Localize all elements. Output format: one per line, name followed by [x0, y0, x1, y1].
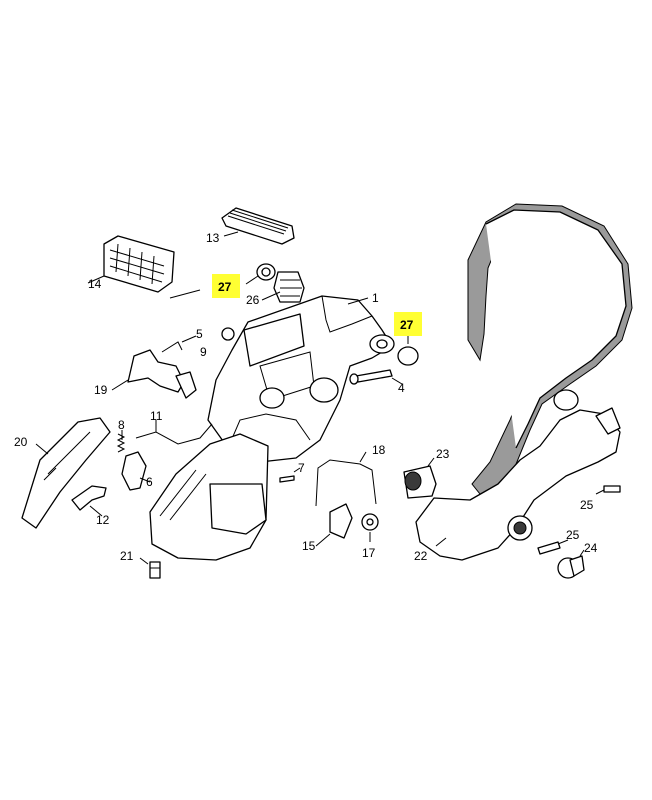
callout-21: 21	[120, 549, 134, 563]
callout-1: 1	[372, 291, 379, 305]
part-18-rod	[315, 451, 377, 507]
part-25-screw-upper	[595, 485, 621, 495]
callout-11: 11	[150, 409, 163, 423]
part-27-grommet-left	[245, 263, 276, 285]
part-7-pin	[279, 467, 301, 483]
callout-14: 14	[88, 277, 102, 291]
part-8-spring	[116, 430, 126, 453]
callout-5: 5	[196, 327, 203, 341]
part-27-plug-right	[397, 336, 419, 366]
callout-22: 22	[414, 549, 428, 563]
part-15-bracket	[315, 503, 353, 547]
callout-12: 12	[96, 513, 110, 527]
part-14-air-filter	[87, 235, 175, 293]
part-21-screw	[139, 557, 161, 579]
callouts: 1 4 5 6 7 8 9 11 12 13 14 15 17 18 19 20…	[14, 231, 598, 563]
part-11-rod	[135, 420, 213, 445]
part-4-screw	[349, 369, 403, 385]
part-9-nut	[221, 327, 235, 341]
callout-9: 9	[200, 345, 207, 359]
callout-6: 6	[146, 475, 153, 489]
callout-26: 26	[246, 293, 260, 307]
part-20-handle-cover	[21, 417, 111, 529]
callout-13: 13	[206, 231, 220, 245]
lower-housing	[149, 433, 269, 561]
part-24-cap	[557, 549, 585, 579]
part-13-filter-cover	[221, 207, 295, 245]
callout-20: 20	[14, 435, 28, 449]
callout-7: 7	[298, 461, 305, 475]
part-25-screw-lower	[537, 539, 569, 555]
callout-23: 23	[436, 447, 450, 461]
callout-27b: 27	[400, 318, 414, 332]
callout-25-lower: 25	[566, 528, 580, 542]
part-12-lever	[71, 485, 107, 517]
part-22-handlebar	[415, 203, 633, 561]
callout-4: 4	[398, 381, 405, 395]
callout-17: 17	[362, 546, 376, 560]
callout-25-upper: 25	[580, 498, 594, 512]
part-23-av-mount	[403, 457, 437, 499]
callout-15: 15	[302, 539, 316, 553]
callout-18: 18	[372, 443, 386, 457]
part-6-trigger	[121, 451, 151, 491]
part-19-throttle-assembly	[111, 349, 197, 399]
callout-27a: 27	[218, 280, 232, 294]
part-1-housing	[207, 295, 395, 463]
part-5-pin	[161, 335, 197, 353]
part-26-buffer	[261, 271, 305, 303]
part-17-grommet	[361, 513, 379, 542]
callout-19: 19	[94, 383, 108, 397]
callout-8: 8	[118, 418, 125, 432]
callout-27a-highlight	[212, 274, 240, 298]
callout-27b-highlight	[394, 312, 422, 336]
callout-24: 24	[584, 541, 598, 555]
